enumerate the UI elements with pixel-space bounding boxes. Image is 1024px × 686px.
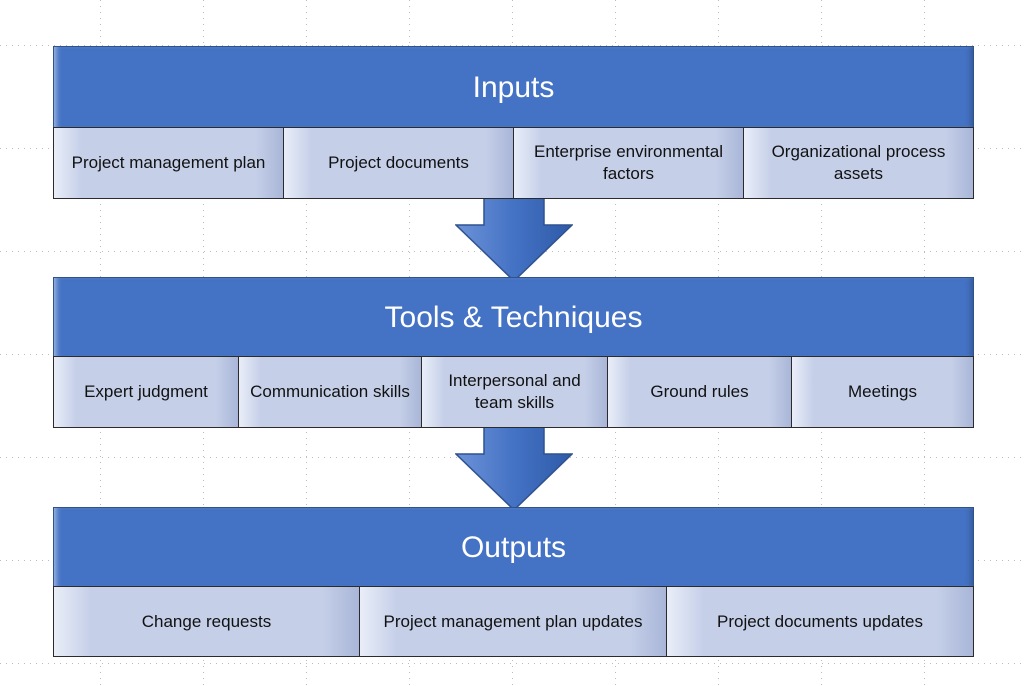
outputs-title: Outputs bbox=[460, 530, 567, 564]
tool-item: Ground rules bbox=[608, 357, 792, 427]
input-item: Project documents bbox=[284, 128, 514, 198]
inputs-header: Inputs bbox=[53, 46, 974, 129]
output-item: Project documents updates bbox=[667, 587, 973, 656]
input-item: Enterprise environmental factors bbox=[514, 128, 744, 198]
tool-item: Expert judgment bbox=[54, 357, 239, 427]
outputs-row: Change requests Project management plan … bbox=[53, 586, 974, 657]
down-arrow-icon bbox=[455, 426, 573, 512]
output-item: Change requests bbox=[54, 587, 360, 656]
tools-title: Tools & Techniques bbox=[384, 300, 643, 334]
tool-item: Meetings bbox=[792, 357, 973, 427]
tools-row: Expert judgment Communication skills Int… bbox=[53, 356, 974, 428]
outputs-header: Outputs bbox=[53, 507, 974, 588]
input-item: Organizational process assets bbox=[744, 128, 973, 198]
output-item: Project management plan updates bbox=[360, 587, 667, 656]
inputs-row: Project management plan Project document… bbox=[53, 127, 974, 199]
tool-item: Interpersonal and team skills bbox=[422, 357, 608, 427]
inputs-title: Inputs bbox=[472, 70, 555, 104]
input-item: Project management plan bbox=[54, 128, 284, 198]
tools-header: Tools & Techniques bbox=[53, 277, 974, 358]
tool-item: Communication skills bbox=[239, 357, 422, 427]
down-arrow-icon bbox=[455, 195, 573, 283]
